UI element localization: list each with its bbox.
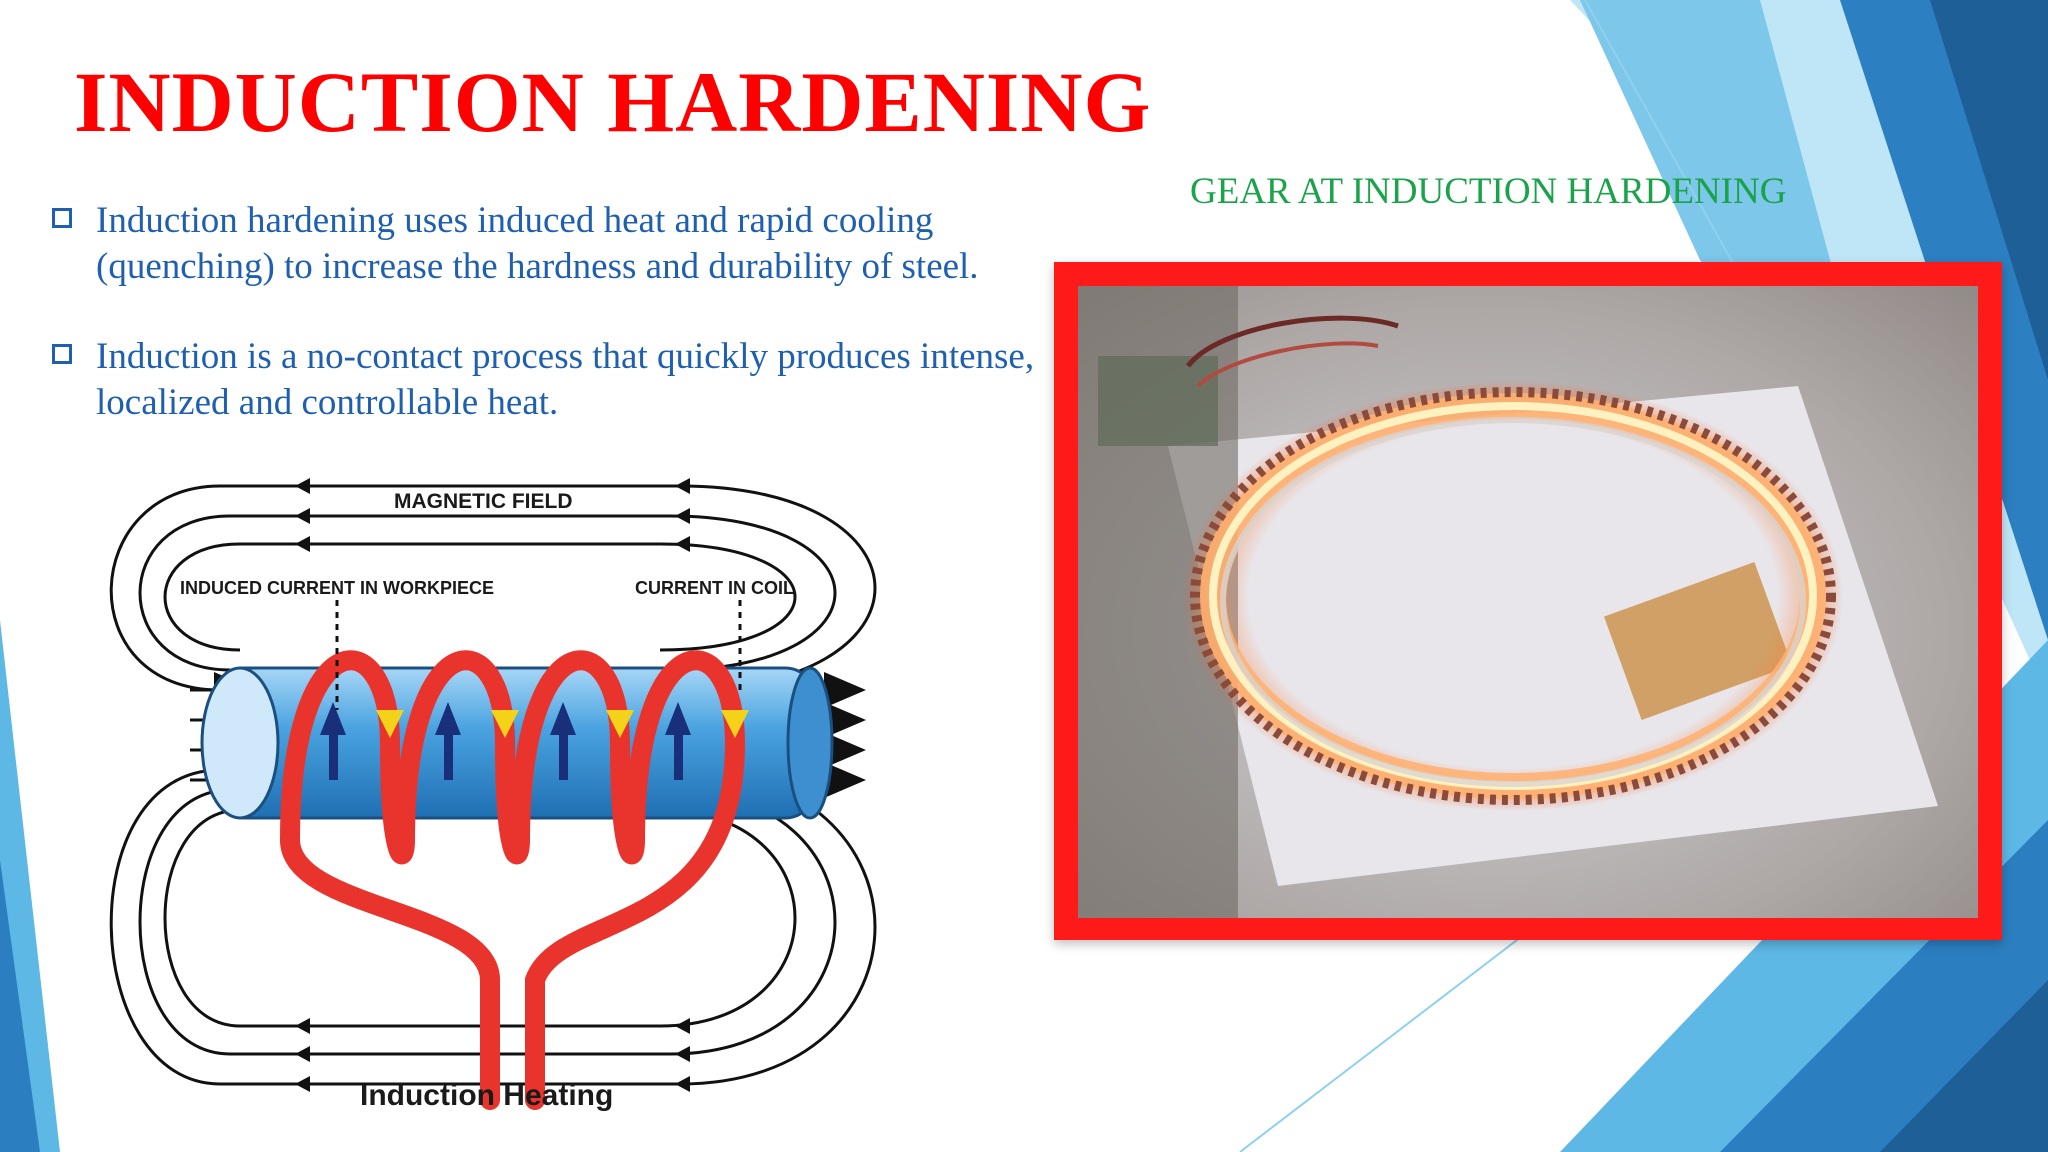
label-pointers (335, 600, 742, 710)
bullet-item: Induction hardening uses induced heat an… (52, 198, 1052, 290)
slide-title: INDUCTION HARDENING (74, 54, 1152, 150)
field-arrowheads (295, 478, 690, 1092)
gear-caption: GEAR AT INDUCTION HARDENING (1190, 171, 1787, 212)
magnetic-field-lines (109, 484, 877, 1086)
bullet-text: Induction hardening uses induced heat an… (96, 200, 979, 287)
coil-current-arrows (376, 710, 749, 738)
induction-coil (280, 650, 745, 1110)
bullet-text: Induction is a no-contact process that q… (96, 336, 1035, 423)
gear-photo (1078, 286, 1978, 918)
gear-photo-frame (1054, 262, 2002, 940)
checkbox-outline-icon (52, 208, 72, 228)
induction-heating-diagram: MAGNETIC FIELD INDUCED CURRENT IN WORKPI… (40, 440, 1020, 1140)
magnetic-field-label: MAGNETIC FIELD (394, 490, 573, 513)
checkbox-outline-icon (52, 344, 72, 364)
diagram-caption: Induction Heating (360, 1079, 613, 1112)
induced-current-arrows (320, 702, 691, 780)
glowing-gear-illustration (1078, 286, 1978, 918)
bullet-list: Induction hardening uses induced heat an… (52, 198, 1052, 470)
bullet-item: Induction is a no-contact process that q… (52, 334, 1052, 426)
coil-current-label: CURRENT IN COIL (635, 578, 794, 598)
induced-current-label: INDUCED CURRENT IN WORKPIECE (180, 578, 494, 598)
